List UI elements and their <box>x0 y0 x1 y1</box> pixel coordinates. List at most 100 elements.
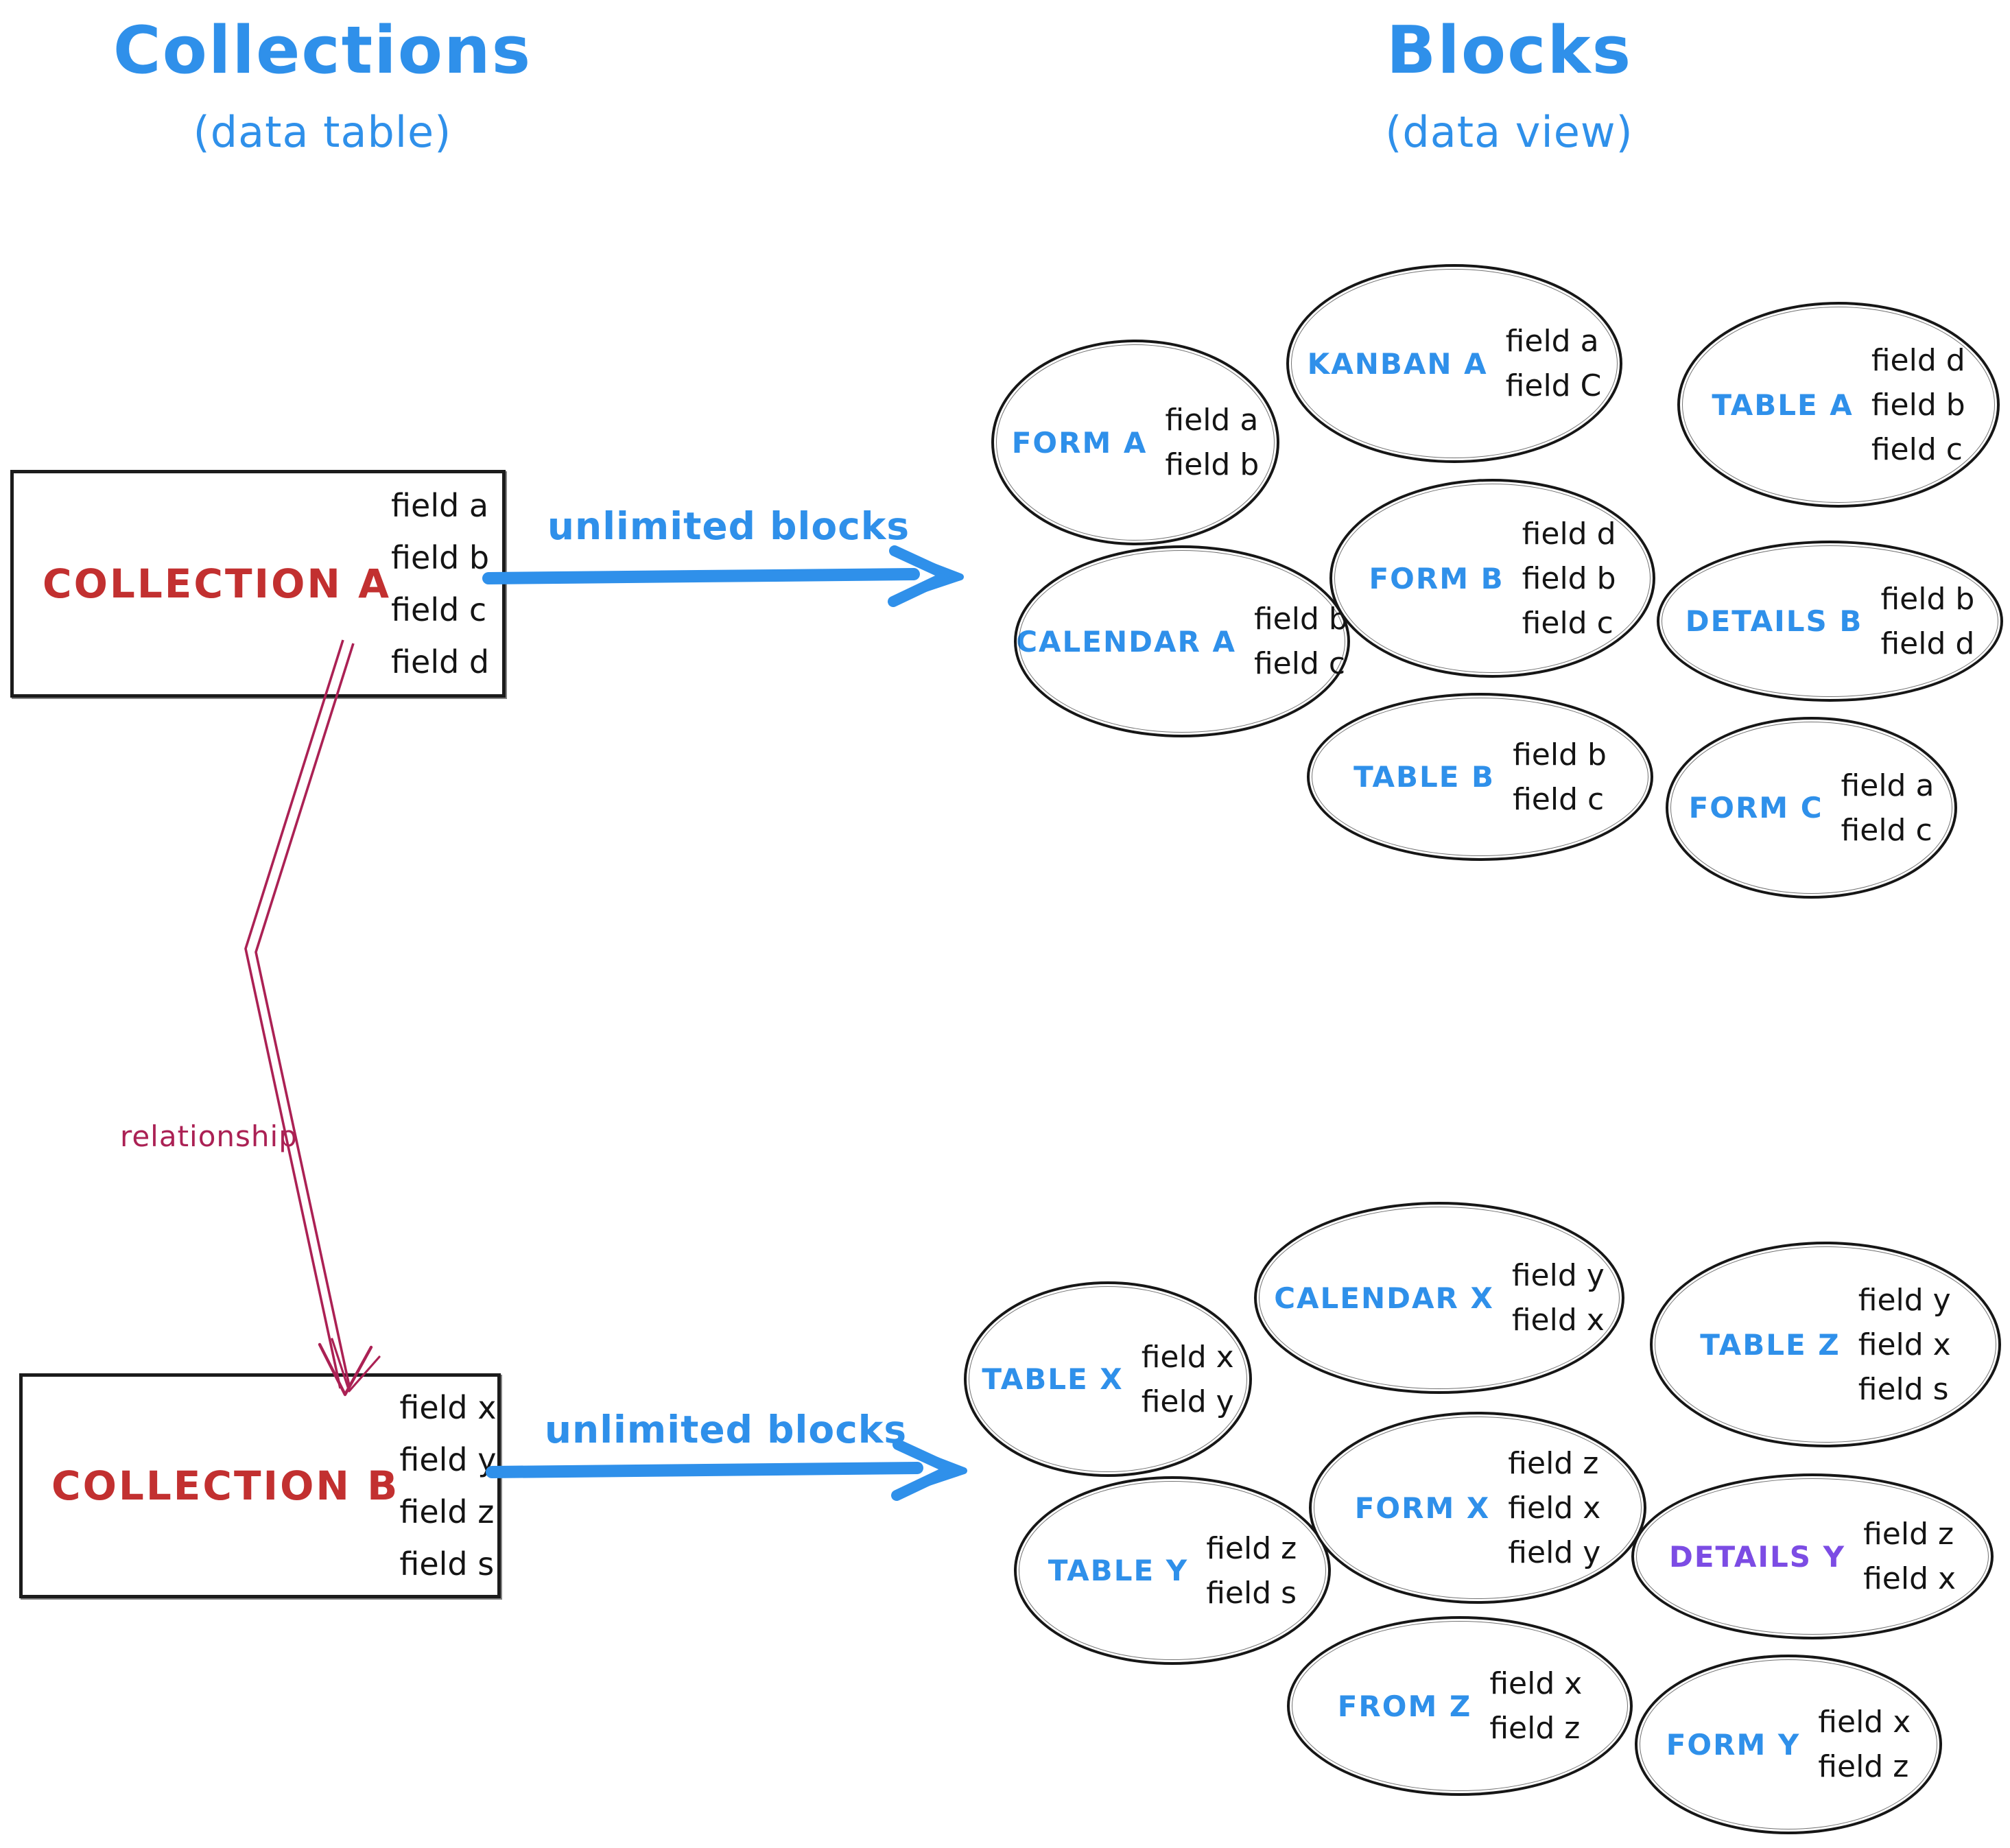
block-field: field C <box>1505 368 1602 403</box>
block-label: FORM C <box>1688 791 1823 825</box>
collection-field: field a <box>391 487 489 524</box>
block-ellipse-calendar-x: CALENDAR X field y field x <box>1254 1202 1624 1394</box>
block-field: field a <box>1841 768 1935 803</box>
collection-b-name: COLLECTION B <box>51 1462 400 1509</box>
block-field: field z <box>1863 1517 1954 1552</box>
block-label: CALENDAR X <box>1274 1281 1494 1315</box>
block-field: field b <box>1253 602 1348 637</box>
block-field: field x <box>1489 1666 1583 1701</box>
block-field: field c <box>1253 646 1346 681</box>
block-fields: field z field x field y <box>1508 1446 1600 1570</box>
block-ellipse-form-a: FORM A field a field b <box>991 340 1279 545</box>
block-fields: field y field x <box>1512 1258 1605 1338</box>
block-fields: field x field z <box>1489 1666 1582 1746</box>
block-fields: field d field b field c <box>1522 517 1616 641</box>
block-fields: field z field s <box>1206 1531 1297 1611</box>
block-field: field x <box>1508 1490 1601 1526</box>
block-ellipse-from-z: FROM Z field x field z <box>1287 1616 1633 1796</box>
block-field: field a <box>1505 324 1599 359</box>
block-label: CALENDAR A <box>1016 624 1236 659</box>
block-field: field x <box>1818 1705 1911 1740</box>
unlimited-blocks-label-b: unlimited blocks <box>544 1408 908 1452</box>
block-field: field x <box>1511 1303 1605 1338</box>
block-field: field c <box>1871 431 1963 467</box>
collection-field: field b <box>391 539 490 576</box>
collection-field: field z <box>399 1493 495 1530</box>
block-field: field y <box>1511 1258 1605 1293</box>
block-field: field z <box>1818 1749 1909 1784</box>
unlimited-blocks-label-a: unlimited blocks <box>547 504 910 548</box>
block-ellipse-table-z: TABLE Z field y field x field s <box>1650 1242 2001 1447</box>
block-field: field d <box>1880 626 1975 661</box>
block-ellipse-details-b: DETAILS B field b field d <box>1657 541 2003 702</box>
block-fields: field z field x <box>1863 1517 1956 1596</box>
block-field: field y <box>1141 1384 1234 1419</box>
block-fields: field b field d <box>1880 582 1974 661</box>
block-fields: field d field b field c <box>1871 343 1965 467</box>
block-ellipse-table-b: TABLE B field b field c <box>1307 693 1653 861</box>
blocks-title: Blocks <box>1386 13 1633 88</box>
block-ellipse-calendar-a: CALENDAR A field b field c <box>1014 545 1350 737</box>
block-fields: field a field b <box>1165 403 1259 482</box>
block-field: field b <box>1165 447 1260 482</box>
block-fields: field a field C <box>1506 324 1602 403</box>
block-ellipse-kanban-a: KANBAN A field a field C <box>1286 264 1622 463</box>
collection-a-name: COLLECTION A <box>43 560 392 607</box>
block-fields: field y field x field s <box>1858 1283 1951 1407</box>
collections-title: Collections <box>113 13 532 88</box>
block-ellipse-table-x: TABLE X field x field y <box>964 1281 1252 1477</box>
block-label: TABLE Y <box>1048 1554 1189 1587</box>
block-label: KANBAN A <box>1307 346 1488 381</box>
block-fields: field b field c <box>1513 737 1607 817</box>
block-ellipse-form-c: FORM C field a field c <box>1666 717 1957 899</box>
block-fields: field b field c <box>1254 602 1348 681</box>
block-field: field c <box>1522 605 1613 641</box>
block-ellipse-form-y: FORM Y field x field z <box>1635 1655 1942 1834</box>
block-label: TABLE B <box>1353 760 1495 794</box>
collection-field: field y <box>399 1441 497 1478</box>
block-ellipse-details-y: DETAILS Y field z field x <box>1631 1473 1994 1639</box>
block-label: TABLE Z <box>1700 1327 1841 1362</box>
block-field: field b <box>1880 581 1975 617</box>
block-ellipse-form-x: FORM X field z field x field y <box>1309 1412 1646 1604</box>
block-label: FORM A <box>1011 425 1148 460</box>
block-field: field y <box>1508 1535 1601 1570</box>
block-ellipse-table-a: TABLE A field d field b field c <box>1677 302 2000 508</box>
collection-a-box: COLLECTION A field a field b field c fie… <box>10 470 506 698</box>
collections-subtitle: (data table) <box>193 107 452 158</box>
block-label: FORM Y <box>1666 1727 1801 1762</box>
block-field: field z <box>1489 1711 1581 1746</box>
block-field: field x <box>1858 1327 1951 1362</box>
block-label: TABLE X <box>982 1362 1124 1396</box>
block-field: field y <box>1858 1282 1951 1318</box>
relationship-label: relationship <box>120 1120 298 1153</box>
block-fields: field x field y <box>1142 1340 1234 1419</box>
block-field: field c <box>1513 781 1605 817</box>
collection-b-box: COLLECTION B field x field y field z fie… <box>19 1373 501 1598</box>
collection-field: field s <box>399 1545 495 1583</box>
block-field: field a <box>1165 403 1259 438</box>
block-label: FORM B <box>1369 561 1504 595</box>
block-field: field s <box>1858 1371 1949 1407</box>
block-field: field c <box>1841 812 1932 848</box>
block-field: field s <box>1206 1575 1297 1611</box>
collections-header: Collections (data table) <box>96 13 549 158</box>
block-field: field b <box>1871 387 1965 423</box>
block-field: field z <box>1508 1445 1599 1481</box>
block-field: field d <box>1871 342 1965 378</box>
collection-field: field d <box>391 643 490 680</box>
block-label: TABLE A <box>1712 388 1854 422</box>
collection-a-fields: field a field b field c field d <box>391 487 537 680</box>
block-label: FROM Z <box>1337 1689 1472 1723</box>
block-field: field b <box>1513 737 1607 772</box>
block-field: field b <box>1522 560 1616 596</box>
block-field: field x <box>1863 1561 1956 1596</box>
block-field: field x <box>1141 1339 1234 1375</box>
block-fields: field a field c <box>1841 768 1935 848</box>
block-label: DETAILS Y <box>1668 1539 1846 1574</box>
collection-field: field c <box>391 591 487 628</box>
collection-b-fields: field x field y field z field s <box>399 1389 544 1583</box>
blocks-header: Blocks (data view) <box>1290 13 1729 156</box>
block-label: FORM X <box>1354 1491 1491 1525</box>
